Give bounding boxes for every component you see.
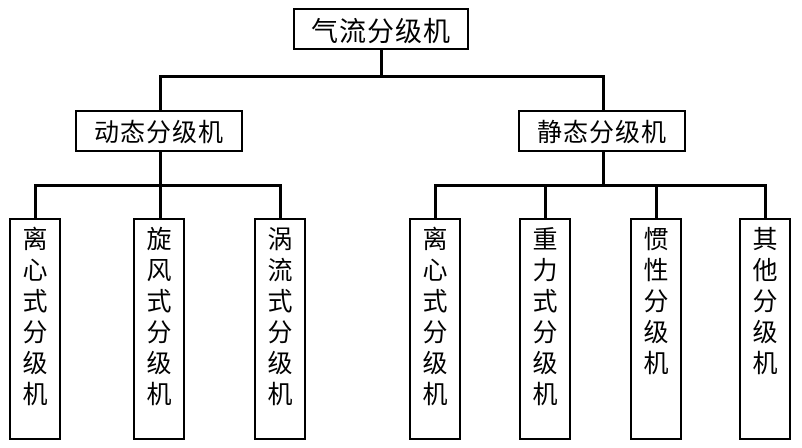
- node-leaf-1[interactable]: 离心式分级机: [9, 218, 61, 440]
- node-root[interactable]: 气流分级机: [293, 8, 469, 50]
- node-char: 式: [22, 287, 48, 316]
- node-char: 分: [22, 318, 48, 347]
- node-char: 流: [267, 256, 293, 285]
- node-char: 旋: [146, 225, 172, 254]
- node-char: 心: [22, 256, 48, 285]
- node-char: 惯: [643, 225, 669, 254]
- connector-static-stem: [602, 152, 605, 186]
- node-char: 机: [422, 380, 448, 409]
- node-branch-dynamic-label: 动态分级机: [93, 118, 224, 147]
- node-char: 分: [643, 287, 669, 316]
- connector-drop-leaf-3: [279, 184, 282, 219]
- connector-root-stem: [380, 50, 383, 77]
- node-char: 式: [146, 287, 172, 316]
- node-char: 风: [146, 256, 172, 285]
- node-char: 重: [532, 225, 558, 254]
- connector-drop-leaf-1: [34, 184, 37, 219]
- node-char: 心: [422, 256, 448, 285]
- node-char: 力: [532, 256, 558, 285]
- node-char: 机: [22, 380, 48, 409]
- node-char: 离: [422, 225, 448, 254]
- node-leaf-7[interactable]: 其他分级机: [739, 218, 791, 440]
- node-char: 式: [532, 287, 558, 316]
- node-char: 分: [267, 318, 293, 347]
- node-leaf-6[interactable]: 惯性分级机: [630, 218, 682, 440]
- connector-drop-dynamic: [159, 75, 162, 112]
- connector-drop-static: [602, 75, 605, 112]
- node-char: 涡: [267, 225, 293, 254]
- node-char: 其: [752, 225, 778, 254]
- connector-drop-leaf-2: [159, 184, 162, 219]
- node-char: 级: [22, 349, 48, 378]
- node-char: 离: [22, 225, 48, 254]
- connector-dynamic-bus: [34, 184, 282, 187]
- node-char: 机: [532, 380, 558, 409]
- node-char: 分: [422, 318, 448, 347]
- connector-drop-leaf-7: [764, 184, 767, 219]
- node-char: 机: [146, 380, 172, 409]
- connector-level2-bus: [159, 75, 605, 78]
- node-char: 级: [532, 349, 558, 378]
- node-leaf-5[interactable]: 重力式分级机: [519, 218, 571, 440]
- node-leaf-3[interactable]: 涡流式分级机: [254, 218, 306, 440]
- connector-static-bus: [434, 184, 767, 187]
- node-char: 级: [267, 349, 293, 378]
- node-char: 机: [267, 380, 293, 409]
- node-char: 他: [752, 256, 778, 285]
- node-char: 机: [752, 349, 778, 378]
- connector-drop-leaf-4: [434, 184, 437, 219]
- node-char: 级: [752, 318, 778, 347]
- node-char: 式: [267, 287, 293, 316]
- node-leaf-2[interactable]: 旋风式分级机: [133, 218, 185, 440]
- node-char: 级: [146, 349, 172, 378]
- node-root-label: 气流分级机: [311, 16, 451, 48]
- connector-drop-leaf-5: [544, 184, 547, 219]
- node-char: 分: [752, 287, 778, 316]
- connector-drop-leaf-6: [655, 184, 658, 219]
- node-branch-dynamic[interactable]: 动态分级机: [75, 110, 243, 152]
- node-leaf-4[interactable]: 离心式分级机: [409, 218, 461, 440]
- node-char: 机: [643, 349, 669, 378]
- node-char: 级: [643, 318, 669, 347]
- node-char: 式: [422, 287, 448, 316]
- node-branch-static-label: 静态分级机: [536, 118, 667, 147]
- node-char: 分: [146, 318, 172, 347]
- node-char: 分: [532, 318, 558, 347]
- node-char: 级: [422, 349, 448, 378]
- node-branch-static[interactable]: 静态分级机: [518, 110, 686, 152]
- node-char: 性: [643, 256, 669, 285]
- connector-dynamic-stem: [159, 152, 162, 186]
